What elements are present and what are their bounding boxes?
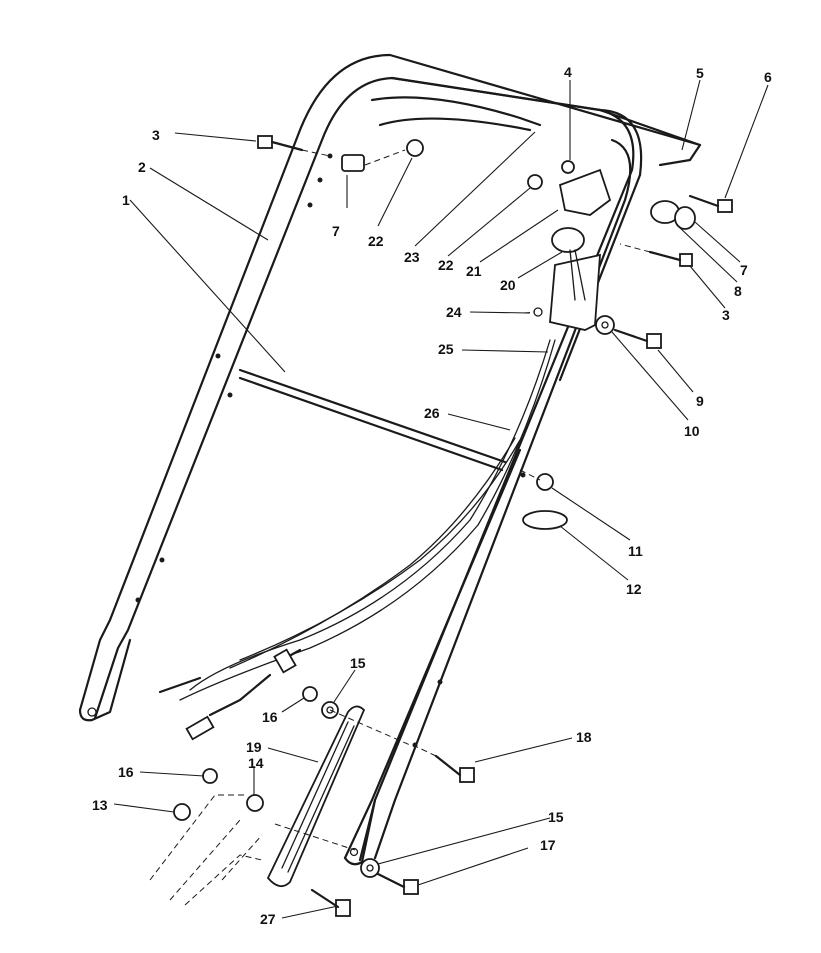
cross-rod [238,368,507,472]
callout-13: 13 [92,797,108,813]
handle-frame [78,53,702,866]
callout-24: 24 [446,304,462,320]
assembly-guides [274,149,651,851]
deck-mount-fragment [149,794,263,906]
callout-8: 8 [734,283,742,299]
callout-1: 1 [122,192,130,208]
callout-27: 27 [260,911,276,927]
callout-18: 18 [576,729,592,745]
callout-2: 2 [138,159,146,175]
callout-22-right: 22 [438,257,454,273]
slotted-adjuster-bar [266,705,366,888]
callout-16-lower: 16 [118,764,134,780]
callout-15-upper: 15 [350,655,366,671]
callout-5: 5 [696,65,704,81]
callout-26: 26 [424,405,440,421]
fasteners [173,135,733,917]
callout-22-left: 22 [368,233,384,249]
control-cables [158,339,556,741]
callout-9: 9 [696,393,704,409]
bail-lever-assembly [533,168,612,331]
callout-16-upper: 16 [262,709,278,725]
callout-14: 14 [248,755,264,771]
callout-19: 19 [246,739,262,755]
callout-labels: 1 2 3 3 4 5 6 7 7 8 9 10 11 12 13 14 15 … [92,64,772,927]
callout-12: 12 [626,581,642,597]
callout-20: 20 [500,277,516,293]
callout-6: 6 [764,69,772,85]
callout-3-right: 3 [722,307,730,323]
callout-17: 17 [540,837,556,853]
callout-15-lower: 15 [548,809,564,825]
leader-lines [113,79,769,919]
callout-21: 21 [466,263,482,279]
callout-3-upper: 3 [152,127,160,143]
callout-7-left: 7 [332,223,340,239]
callout-11: 11 [628,543,643,559]
callout-4: 4 [564,64,572,80]
callout-23: 23 [404,249,420,265]
callout-25: 25 [438,341,454,357]
callout-10: 10 [684,423,700,439]
callout-7-right: 7 [740,262,748,278]
